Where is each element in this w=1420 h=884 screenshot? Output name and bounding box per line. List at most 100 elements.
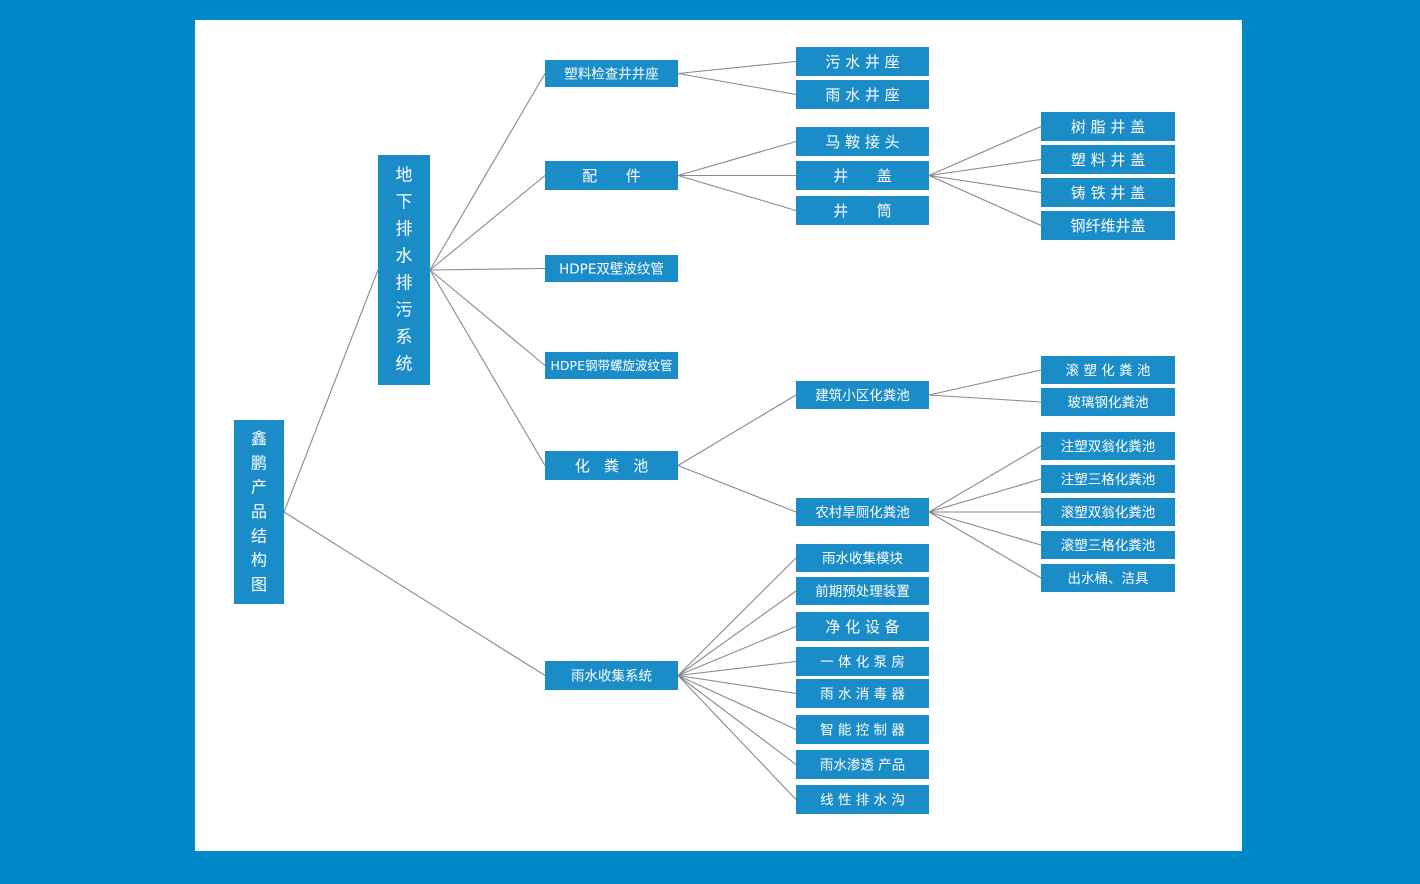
node-box [545,161,678,190]
node-label: 建筑小区化粪池 [815,388,910,404]
connector-line [283,269,379,513]
node-l4-frp-septic[interactable]: 玻璃钢化粪池 [1041,388,1175,416]
node-box [796,196,929,225]
node-l2-fittings[interactable]: 配 件 [545,161,678,190]
node-label: HDPE双壁波纹管 [559,262,664,278]
connector-line [429,267,546,271]
node-l2-septic-tank[interactable]: 化 粪 池 [545,451,678,480]
node-label: 雨 水 井 座 [825,86,899,104]
node-l4-cast-iron-cover[interactable]: 铸 铁 井 盖 [1041,178,1175,207]
node-l2-rain-disinfector[interactable]: 雨 水 消 毒 器 [796,679,929,708]
connector-line [677,674,797,695]
node-l2-linear-drain[interactable]: 线 性 排 水 沟 [796,785,929,814]
node-box [545,661,678,690]
node-label: 马 鞍 接 头 [825,133,899,151]
node-root[interactable]: 鑫鹏产品结构图 [234,420,284,604]
node-label: 树 脂 井 盖 [1071,118,1145,136]
node-l3-manhole-cover[interactable]: 井 盖 [796,161,929,190]
node-l2-inspection-base[interactable]: 塑料检查井井座 [545,60,678,87]
node-box [796,127,929,156]
node-label: 滚塑三格化粪池 [1061,537,1156,554]
node-box [796,750,929,779]
node-box [545,451,678,480]
node-box [1041,432,1175,460]
node-label: 滚塑双翁化粪池 [1061,504,1156,521]
node-l2-permeation-products[interactable]: 雨水渗透 产品 [796,750,929,779]
node-l4-injection-double-jar[interactable]: 注塑双翁化粪池 [1041,432,1175,460]
node-l4-plastic-cover[interactable]: 塑 料 井 盖 [1041,145,1175,174]
connector-line [928,511,1042,579]
connector-line [928,158,1042,177]
connector-line [677,140,797,177]
node-box [234,420,284,604]
node-box [796,381,929,409]
node-label: 塑料检查井井座 [564,67,659,83]
connector-line [928,125,1042,177]
node-box [1041,178,1175,207]
node-box [1041,388,1175,416]
node-label: 雨水收集系统 [571,669,652,685]
node-l3-saddle[interactable]: 马 鞍 接 头 [796,127,929,156]
node-l3-well-barrel[interactable]: 井 筒 [796,196,929,225]
node-label: 井 筒 [833,202,892,220]
node-label: 雨水收集模块 [822,551,903,567]
node-l4-roto-three-grid[interactable]: 滚塑三格化粪池 [1041,531,1175,559]
node-label: 线 性 排 水 沟 [820,793,905,809]
connector-line [677,625,797,677]
node-box [1041,465,1175,493]
node-l2-pretreatment[interactable]: 前期预处理装置 [796,577,929,605]
node-l2-purification[interactable]: 净 化 设 备 [796,612,929,641]
node-box [1041,211,1175,240]
node-box [545,60,678,87]
node-l3-residential-septic[interactable]: 建筑小区化粪池 [796,381,929,409]
connector-line [677,394,797,466]
node-l4-injection-three-grid[interactable]: 注塑三格化粪池 [1041,465,1175,493]
node-l3-sewage-base[interactable]: 污 水 井 座 [796,47,929,76]
node-box [545,352,678,379]
connector-line [677,590,797,676]
node-box [1041,356,1175,384]
node-box [796,715,929,744]
node-l2-hdpe-double-wall[interactable]: HDPE双壁波纹管 [545,255,678,282]
node-l2-smart-controller[interactable]: 智 能 控 制 器 [796,715,929,744]
connector-line [928,369,1042,396]
node-label: 钢纤维井盖 [1070,217,1145,235]
connector-line [677,464,797,513]
node-layer: 鑫鹏产品结构图 地下排水排污系统 塑料检查井井座 污 水 井 座雨 水 井 座配 件 马… [234,47,1175,814]
node-l4-resin-cover[interactable]: 树 脂 井 盖 [1041,112,1175,141]
node-l4-steel-fiber-cover[interactable]: 钢纤维井盖 [1041,211,1175,240]
node-l4-rotomolded-septic[interactable]: 滚 塑 化 粪 池 [1041,356,1175,384]
connector-line [928,174,1042,194]
connector-line [429,269,546,466]
node-label: 污 水 井 座 [825,53,899,71]
node-l2-collection-module[interactable]: 雨水收集模块 [796,544,929,572]
connector-line [677,72,797,96]
node-label: HDPE钢带螺旋波纹管 [551,358,673,373]
node-l2-hdpe-steel-belt[interactable]: HDPE钢带螺旋波纹管 [545,352,678,379]
node-box [796,577,929,605]
node-box [796,47,929,76]
node-label: 净 化 设 备 [825,618,899,636]
node-l1-drainage[interactable]: 地下排水排污系统 [378,155,430,385]
node-l4-roto-double-jar[interactable]: 滚塑双翁化粪池 [1041,498,1175,526]
edge-layer [283,60,1042,800]
connector-line [677,557,797,676]
node-l2-integrated-pump[interactable]: 一 体 化 泵 房 [796,647,929,676]
node-box [1041,498,1175,526]
node-box [796,647,929,676]
node-l4-outlet-bucket[interactable]: 出水桶、洁具 [1041,564,1175,592]
node-label: 智 能 控 制 器 [820,723,905,739]
node-l1-rainwater[interactable]: 雨水收集系统 [545,661,678,690]
node-label: 一 体 化 泵 房 [820,655,905,671]
node-l3-rain-base[interactable]: 雨 水 井 座 [796,80,929,109]
node-label: 塑 料 井 盖 [1071,151,1145,169]
node-label: 化 粪 池 [575,457,649,475]
node-box [796,544,929,572]
connector-line [928,174,1042,227]
node-label: 农村旱厕化粪池 [815,505,910,521]
node-box [796,785,929,814]
node-l3-rural-toilet-septic[interactable]: 农村旱厕化粪池 [796,498,929,526]
node-box [1041,564,1175,592]
node-box [796,498,929,526]
